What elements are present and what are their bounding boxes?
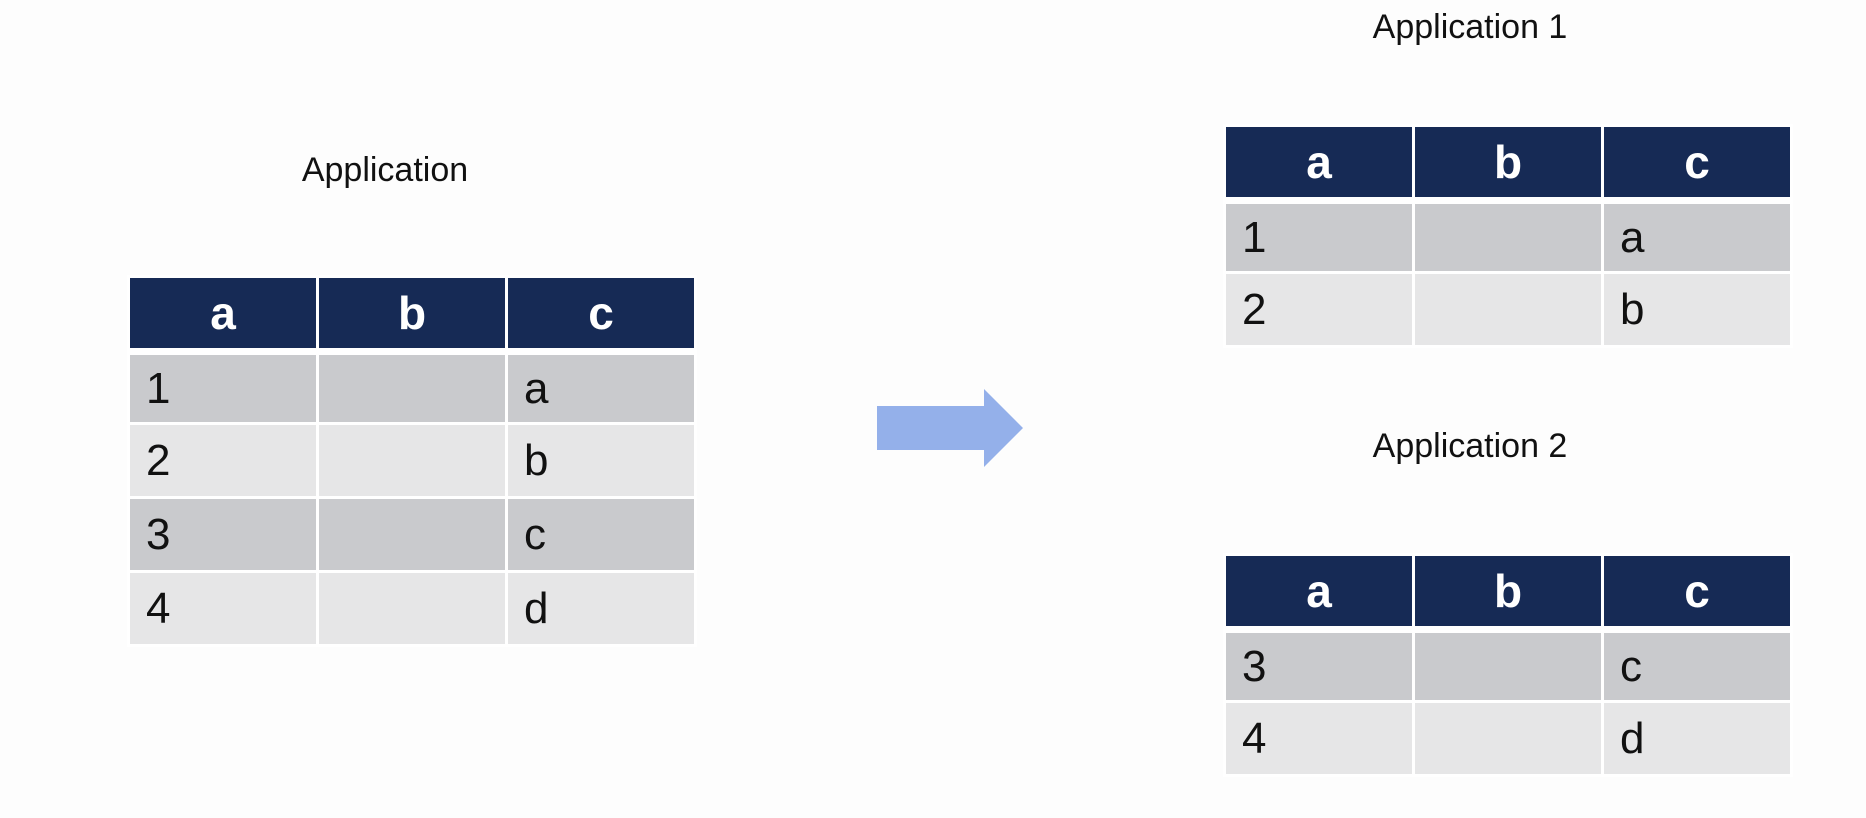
table-header-row: a b c <box>1226 127 1790 197</box>
table-cell: d <box>1604 703 1790 774</box>
table-header-row: a b c <box>1226 556 1790 626</box>
table-cell <box>1415 629 1601 700</box>
table-row: 1 a <box>1226 200 1790 271</box>
output-table-2: a b c 3 c 4 d <box>1223 553 1793 777</box>
column-header-b: b <box>1415 127 1601 197</box>
table-cell: 1 <box>130 351 316 422</box>
table-cell <box>1415 274 1601 345</box>
column-header-c: c <box>1604 556 1790 626</box>
source-table: a b c 1 a 2 b 3 c 4 d <box>127 275 697 647</box>
table-cell: 4 <box>130 573 316 644</box>
table-cell: 3 <box>1226 629 1412 700</box>
table-row: 3 c <box>130 499 694 570</box>
table-header-row: a b c <box>130 278 694 348</box>
table-row: 3 c <box>1226 629 1790 700</box>
table-cell: a <box>508 351 694 422</box>
column-header-c: c <box>508 278 694 348</box>
table-cell: b <box>1604 274 1790 345</box>
table-cell <box>319 573 505 644</box>
table-cell: b <box>508 425 694 496</box>
source-table-caption: Application <box>301 151 469 189</box>
table-cell: 4 <box>1226 703 1412 774</box>
table-row: 4 d <box>130 573 694 644</box>
table-cell: a <box>1604 200 1790 271</box>
output-table-1-caption: Application 1 <box>1372 8 1568 46</box>
table-cell: c <box>508 499 694 570</box>
table-cell: 3 <box>130 499 316 570</box>
table-cell <box>1415 200 1601 271</box>
table-cell <box>319 351 505 422</box>
column-header-b: b <box>319 278 505 348</box>
table-row: 2 b <box>1226 274 1790 345</box>
table-cell: 2 <box>1226 274 1412 345</box>
table-cell <box>319 425 505 496</box>
table-cell: 1 <box>1226 200 1412 271</box>
table-cell: c <box>1604 629 1790 700</box>
column-header-a: a <box>130 278 316 348</box>
table-row: 2 b <box>130 425 694 496</box>
table-row: 1 a <box>130 351 694 422</box>
column-header-c: c <box>1604 127 1790 197</box>
column-header-b: b <box>1415 556 1601 626</box>
column-header-a: a <box>1226 127 1412 197</box>
output-table-2-caption: Application 2 <box>1372 427 1568 465</box>
right-arrow-icon <box>877 389 1023 467</box>
table-cell: d <box>508 573 694 644</box>
column-header-a: a <box>1226 556 1412 626</box>
table-row: 4 d <box>1226 703 1790 774</box>
table-cell <box>319 499 505 570</box>
output-table-1: a b c 1 a 2 b <box>1223 124 1793 348</box>
table-cell <box>1415 703 1601 774</box>
table-cell: 2 <box>130 425 316 496</box>
